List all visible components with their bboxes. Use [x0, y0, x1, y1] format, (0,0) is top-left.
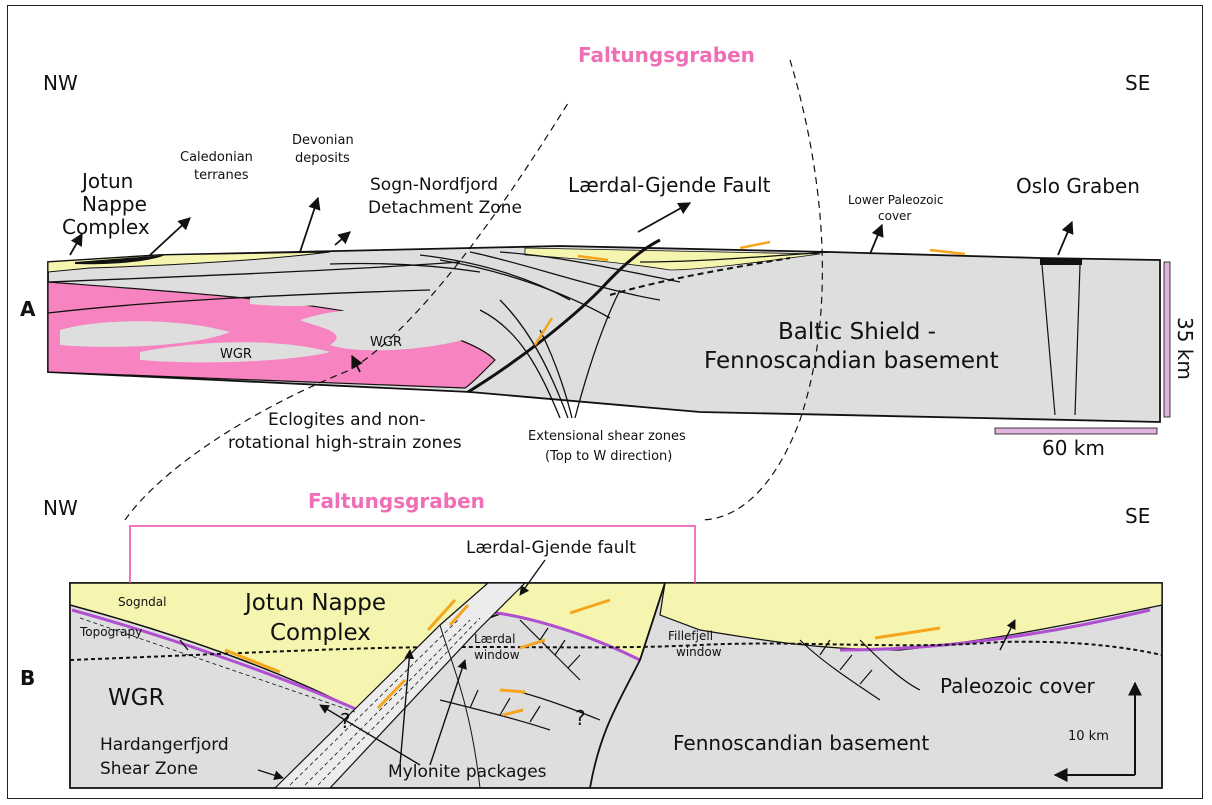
jotun-label-3: Complex: [62, 215, 150, 239]
sogndal-label: Sogndal: [118, 595, 167, 609]
lower-paleozoic-label-1: Lower Paleozoic: [848, 193, 943, 207]
paleozoic-cover-label: Paleozoic cover: [940, 674, 1096, 698]
devonian-label-2: deposits: [295, 151, 350, 166]
scale-bar-vertical: [1164, 262, 1170, 417]
jotun-label-b2: Complex: [270, 620, 371, 646]
panel-label-a: A: [20, 297, 36, 321]
lower-paleozoic-label-2: cover: [878, 209, 911, 223]
caledonian-label-2: terranes: [194, 168, 249, 183]
scale-vertical-label: 35 km: [1173, 317, 1197, 380]
sogn-label-2: Detachment Zone: [368, 198, 522, 218]
wgr-label-1: WGR: [220, 347, 252, 362]
hardangerfjord-label-1: Hardangerfjord: [100, 735, 229, 755]
scale-bar-horizontal: [995, 428, 1157, 434]
caledonian-label-1: Caledonian: [180, 150, 253, 165]
eclogites-label-2: rotational high-strain zones: [228, 433, 462, 453]
lardal-window-label-2: window: [474, 648, 520, 662]
fillefjell-label-2: window: [676, 645, 722, 659]
extensional-label-1: Extensional shear zones: [528, 429, 686, 444]
wgr-label-b: WGR: [108, 685, 165, 711]
baltic-shield-label-1: Baltic Shield -: [778, 319, 936, 345]
question-mark-1: ?: [340, 709, 351, 733]
lardal-fault-label-a: Lærdal-Gjende Fault: [568, 173, 771, 197]
faltungsgraben-title-b: Faltungsgraben: [308, 489, 485, 513]
panel-label-b: B: [20, 666, 35, 690]
jotun-label-b1: Jotun Nappe: [243, 590, 386, 616]
panel-b: B NW SE Faltungsgraben Lærdal-Gjende fau…: [20, 489, 1162, 788]
question-mark-2: ?: [575, 706, 586, 730]
lardal-window-label-1: Lærdal: [474, 632, 516, 646]
faltungsgraben-title-a: Faltungsgraben: [578, 43, 755, 67]
panel-a: A NW SE Faltungsgraben Jotun Nappe Compl…: [20, 43, 1197, 520]
oslo-graben-label: Oslo Graben: [1016, 174, 1140, 198]
mylonite-label: Mylonite packages: [388, 762, 547, 782]
fennoscandian-basement-label: Fennoscandian basement: [673, 731, 929, 755]
scale-10km-label: 10 km: [1068, 729, 1109, 744]
fillefjell-label-1: Fillefjell: [668, 629, 713, 643]
jotun-label-2: Nappe: [82, 192, 147, 216]
nw-label-b: NW: [43, 496, 78, 520]
baltic-shield-label-2: Fennoscandian basement: [704, 348, 999, 374]
jotun-label-1: Jotun: [80, 169, 133, 193]
oslo-graben-block: [1040, 258, 1082, 265]
sogn-label-1: Sogn-Nordfjord: [370, 175, 498, 195]
eclogites-label-1: Eclogites and non-: [268, 410, 426, 430]
devonian-label-1: Devonian: [292, 133, 354, 148]
extensional-label-2: (Top to W direction): [545, 449, 672, 464]
topography-label: Topograpy: [79, 625, 142, 639]
wgr-label-2: WGR: [370, 335, 402, 350]
se-label-a: SE: [1125, 71, 1150, 95]
lardal-fault-label-b: Lærdal-Gjende fault: [466, 538, 636, 558]
se-label-b: SE: [1125, 504, 1150, 528]
scale-horizontal-label: 60 km: [1042, 436, 1105, 460]
hardangerfjord-label-2: Shear Zone: [100, 759, 198, 779]
nw-label-a: NW: [43, 71, 78, 95]
